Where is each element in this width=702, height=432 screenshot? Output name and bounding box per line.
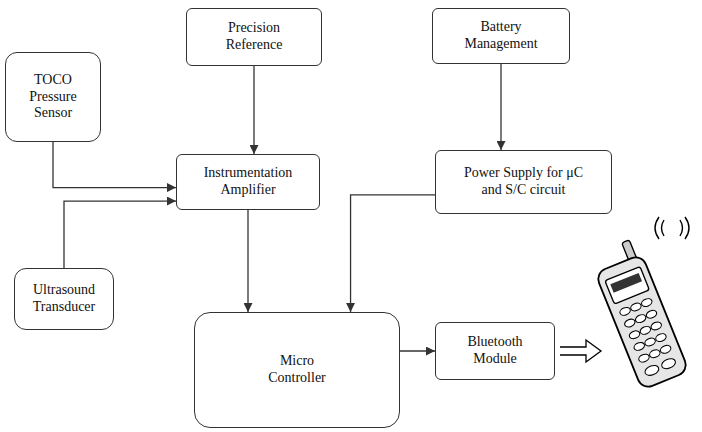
box-label: Instrumentation Amplifier [193, 165, 303, 199]
sensor-box: TOCO Pressure Sensor [5, 52, 101, 142]
signal-arrow [53, 142, 176, 188]
signal-arrow [400, 350, 435, 351]
wireless-arrow [560, 340, 601, 362]
process-box: Instrumentation Amplifier [176, 154, 320, 210]
signal-arrow [253, 66, 254, 154]
signal-arrow [247, 210, 248, 312]
sensor-box: Ultrasound Transducer [14, 268, 114, 330]
box-label: Ultrasound Transducer [24, 282, 104, 316]
process-box: Precision Reference [186, 8, 322, 66]
process-box: Power Supply for μC and S/C circuit [435, 150, 612, 214]
box-label: TOCO Pressure Sensor [14, 72, 92, 122]
box-label: Power Supply for μC and S/C circuit [454, 165, 594, 199]
box-label: Micro Controller [259, 353, 335, 387]
box-label: Bluetooth Module [457, 334, 533, 368]
signal-arrow [64, 201, 176, 268]
box-label: Precision Reference [206, 20, 302, 54]
signal-arrow [351, 195, 435, 312]
signal-arrow [500, 64, 501, 150]
mobile-phone [588, 237, 689, 389]
box-label: Battery Management [453, 19, 549, 53]
signal-waves [655, 217, 689, 239]
controller-box: Micro Controller [194, 312, 400, 428]
process-box: Bluetooth Module [435, 322, 555, 380]
process-box: Battery Management [432, 8, 570, 64]
